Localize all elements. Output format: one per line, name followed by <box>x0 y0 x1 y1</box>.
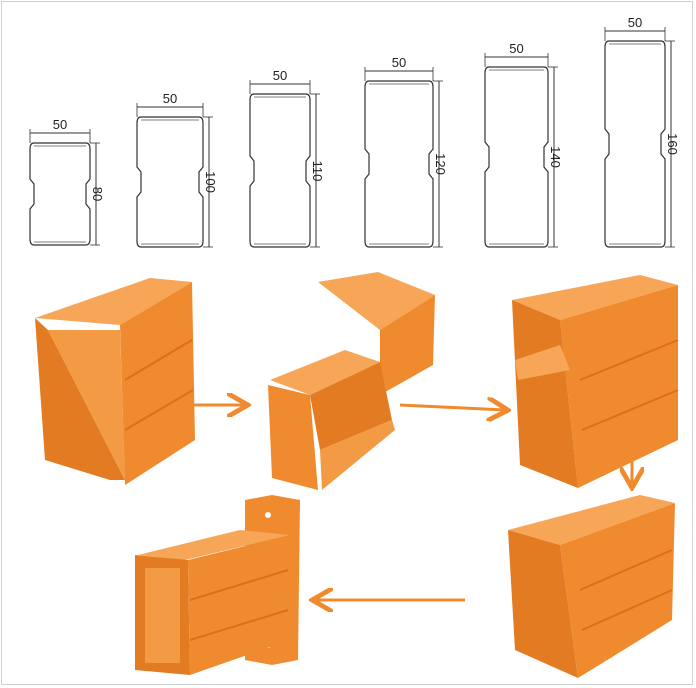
arrow-right-2 <box>399 405 505 410</box>
open-c-profile-beam <box>35 278 195 485</box>
profile-section-110: 50 110 <box>249 68 325 248</box>
profile-section-120: 50 120 <box>364 55 448 248</box>
height-label: 80 <box>90 187 105 201</box>
width-label: 50 <box>392 55 406 70</box>
two-half-profiles <box>268 272 435 490</box>
width-label: 50 <box>509 41 523 56</box>
height-label: 160 <box>665 133 680 155</box>
height-label: 140 <box>548 146 563 168</box>
height-label: 100 <box>203 171 218 193</box>
assembled-box-beam <box>512 275 679 488</box>
profile-section-80: 50 80 <box>29 117 105 246</box>
profile-section-100: 50 100 <box>136 91 218 248</box>
profile-section-140: 50 140 <box>484 41 563 248</box>
beam-with-connector-bracket <box>135 495 300 675</box>
width-label: 50 <box>628 15 642 30</box>
closed-box-beam <box>508 495 675 678</box>
height-label: 120 <box>433 153 448 175</box>
profile-section-160: 50 160 <box>604 15 680 248</box>
width-label: 50 <box>273 68 287 83</box>
height-label: 110 <box>310 161 325 182</box>
width-label: 50 <box>53 117 67 132</box>
width-label: 50 <box>163 91 177 106</box>
